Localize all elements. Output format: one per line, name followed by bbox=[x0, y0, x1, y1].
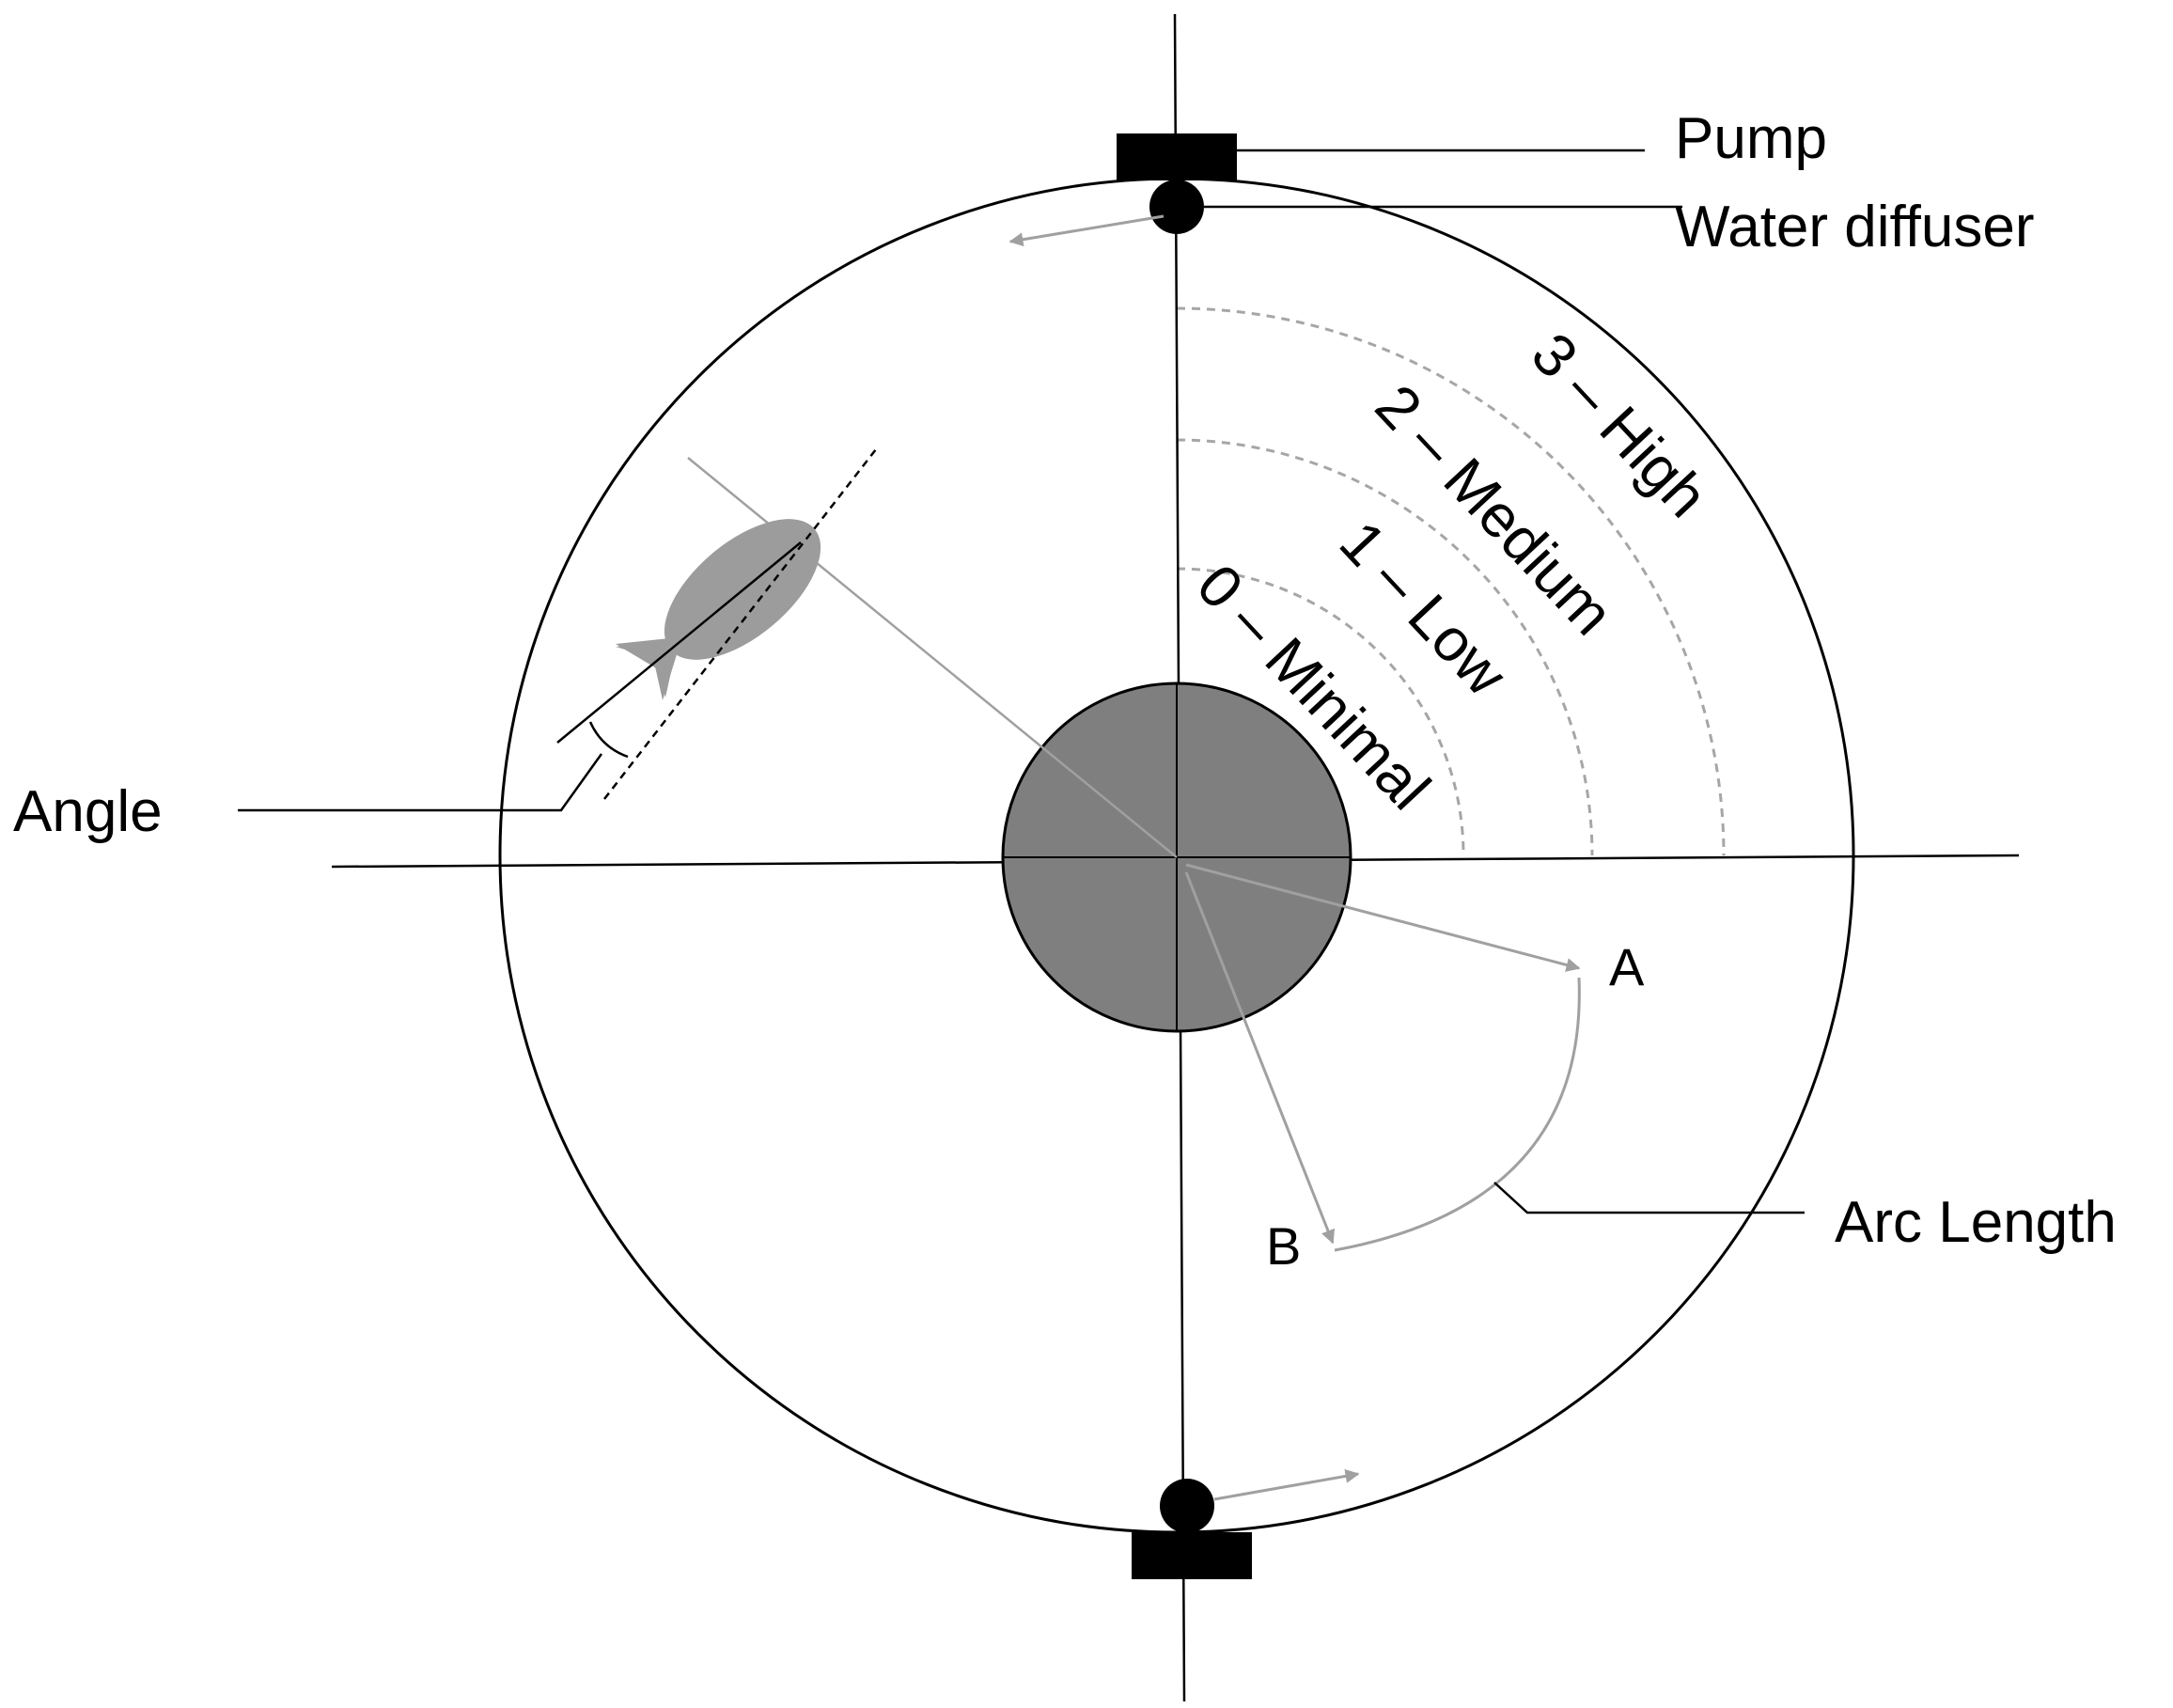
arc-length-leader-line bbox=[1493, 1182, 1805, 1214]
angle-leader-line bbox=[238, 753, 603, 812]
arc-length-label: Arc Length bbox=[1835, 1190, 2117, 1255]
water-diffuser-bottom-icon bbox=[1160, 1479, 1214, 1533]
arc-between-a-b bbox=[1334, 977, 1581, 1252]
angle-label: Angle bbox=[13, 779, 163, 844]
angle-arc bbox=[588, 721, 629, 759]
vector-to-b bbox=[1184, 871, 1336, 1245]
fish-reference-dashed-line bbox=[603, 448, 877, 800]
pump-top-icon bbox=[1117, 133, 1237, 180]
zone-arc-minimal bbox=[1176, 567, 1465, 856]
flow-arrow-top bbox=[1008, 214, 1165, 247]
pump-bottom-icon bbox=[1132, 1532, 1252, 1579]
water-diffuser-label: Water diffuser bbox=[1675, 195, 2034, 259]
zone-label-high: 3 – High bbox=[1519, 320, 1721, 529]
fish-icon bbox=[616, 519, 821, 700]
fish-body-axis-line bbox=[556, 541, 802, 744]
zone-arc-medium bbox=[1176, 306, 1726, 856]
zone-arc-low bbox=[1176, 438, 1594, 856]
flow-zone-arcs bbox=[1176, 306, 1726, 856]
point-a-label: A bbox=[1609, 937, 1645, 996]
pump-label: Pump bbox=[1675, 106, 1827, 171]
fish-heading-line bbox=[687, 457, 1178, 858]
point-b-label: B bbox=[1266, 1216, 1301, 1276]
water-diffuser-top-icon bbox=[1149, 180, 1204, 234]
flow-arrow-bottom bbox=[1213, 1468, 1360, 1501]
vector-to-a bbox=[1185, 863, 1581, 972]
